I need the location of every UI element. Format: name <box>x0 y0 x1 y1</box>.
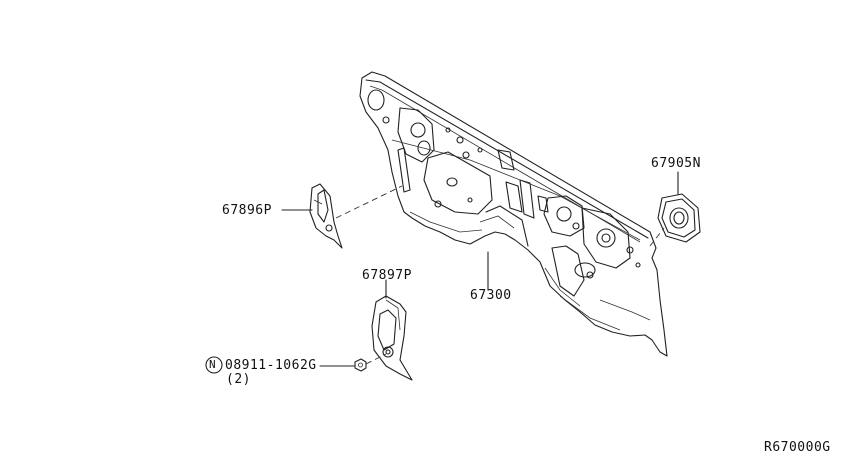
label-bracket-lower: 67897P <box>362 268 412 283</box>
label-grommet: 67905N <box>651 156 701 171</box>
diagram-code: R670000G <box>764 440 831 455</box>
label-nut-qty: (2) <box>226 372 251 387</box>
label-bracket-upper: 67896P <box>222 203 272 218</box>
leader-lines <box>281 171 679 367</box>
grommet-drawing <box>657 193 701 243</box>
label-nut-symbol: N <box>209 358 217 371</box>
label-dash-panel: 67300 <box>470 288 512 303</box>
label-nut: 08911-1062G <box>225 358 317 373</box>
nut-drawing <box>354 358 367 372</box>
bracket-lower-drawing <box>371 295 413 381</box>
bracket-upper-drawing <box>309 183 343 249</box>
dash-panel-drawing <box>359 71 668 357</box>
circled-n-symbol <box>205 356 223 374</box>
